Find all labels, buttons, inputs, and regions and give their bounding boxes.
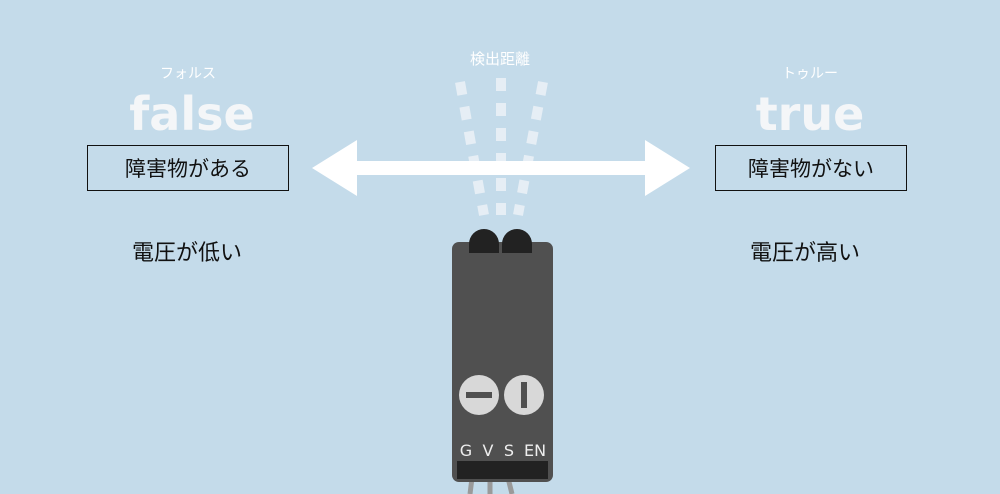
screw-slot-horizontal [466,392,492,398]
pin-label-en: EN [524,441,546,460]
low-voltage-label: 電圧が低い [132,241,242,266]
pin-header [457,461,548,479]
screw-slot-vertical [521,382,527,408]
true-label: true [756,87,865,141]
detection-beams [455,78,548,216]
beam-left [455,81,489,216]
false-condition-box [87,145,289,191]
true-condition-box [715,145,907,191]
true-condition: 障害物がない [748,157,874,181]
false-reading: フォルス [160,66,216,82]
sensor-body [452,242,553,482]
pin-label-s: S [504,441,514,460]
double-arrow-icon [312,140,690,196]
false-label: false [129,87,254,141]
ir-sensor-module: G V S EN [452,229,553,494]
beam-right [513,81,548,216]
false-condition: 障害物がある [125,157,251,181]
pin-label-v: V [483,441,494,460]
detection-distance-label: 検出距離 [470,50,530,68]
ir-emitter [469,229,499,253]
true-reading: トゥルー [782,66,838,82]
ir-receiver [502,229,532,253]
high-voltage-label: 電圧が高い [750,241,860,266]
pin-label-g: G [460,441,472,460]
